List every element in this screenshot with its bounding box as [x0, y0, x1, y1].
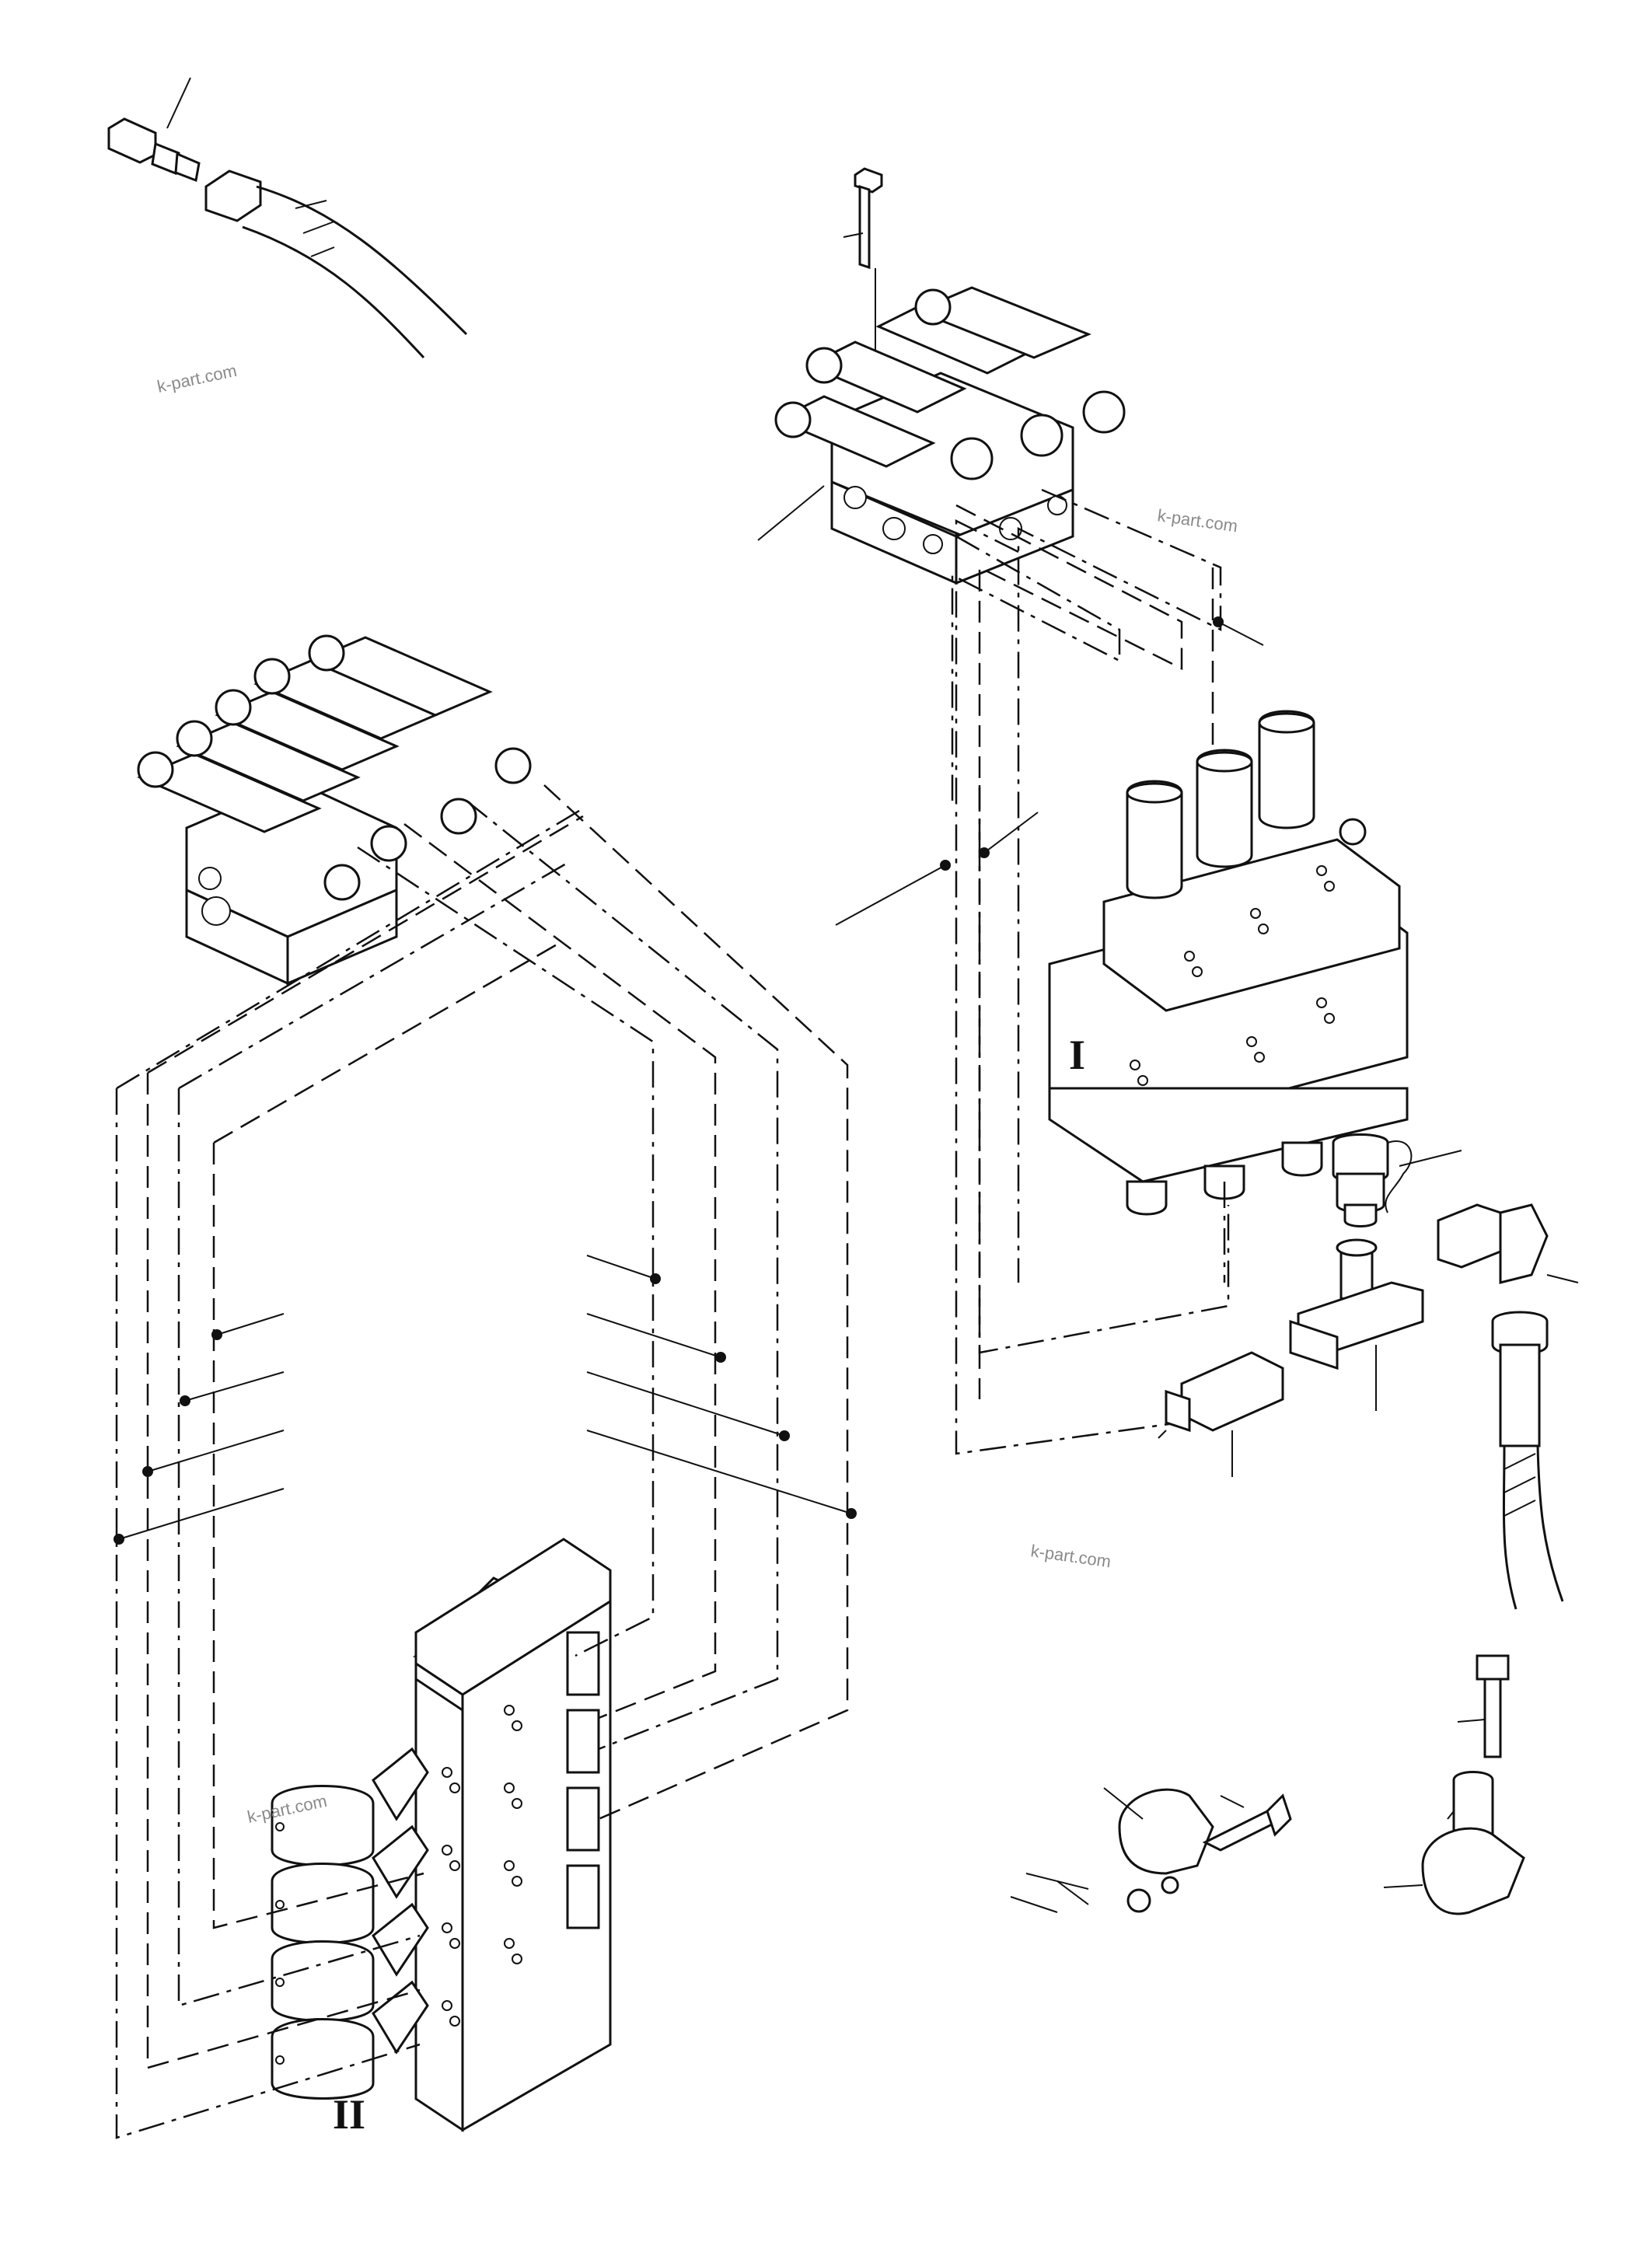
top-solenoid-valve-block — [757, 167, 1126, 585]
callout-leaders — [114, 616, 1264, 1545]
clamp-and-bolt-hardware — [1010, 1654, 1525, 1915]
watermark: k-part.com — [1156, 505, 1238, 536]
valve-one-label: I — [1069, 1032, 1085, 1078]
valve-two-label: II — [333, 2091, 365, 2138]
left-solenoid-valve-block — [137, 634, 532, 986]
control-valve-one: I — [1048, 710, 1409, 1216]
hydraulic-lines-right — [951, 488, 1237, 1455]
fittings-tee-coupler-hose — [1158, 1133, 1579, 1610]
watermark: k-part.com — [1029, 1541, 1112, 1571]
watermark: k-part.com — [155, 361, 239, 396]
hydraulic-lines-left — [115, 784, 849, 2139]
control-valve-two: II — [271, 1538, 612, 2138]
fitting-and-hose-assembly — [107, 77, 468, 359]
